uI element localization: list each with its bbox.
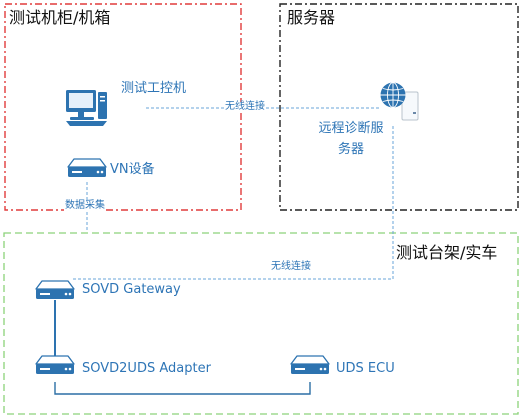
network-device-icon	[35, 355, 75, 375]
edge-remote-gateway	[72, 126, 394, 280]
pc-label: 测试工控机	[121, 81, 187, 96]
bench-group-box	[3, 232, 519, 415]
rack-group-title: 测试机柜/机箱	[9, 8, 111, 27]
network-device-icon	[290, 355, 330, 375]
network-device-icon	[35, 280, 75, 300]
ecu-label: UDS ECU	[336, 361, 395, 376]
globe-server-icon	[380, 82, 419, 121]
network-device-icon	[67, 158, 107, 178]
gateway-label: SOVD Gateway	[82, 282, 181, 297]
vn-label: VN设备	[110, 162, 155, 177]
server-group-box	[279, 3, 519, 211]
bench-group-title: 测试台架/实车	[396, 243, 498, 262]
wire-adapter-ecu	[54, 382, 311, 395]
computer-icon	[66, 90, 107, 126]
rack-group-box	[4, 3, 242, 211]
remote-label-line1: 远程诊断服	[318, 121, 384, 136]
edge-pc-remote-label: 无线连接	[224, 101, 266, 112]
adapter-label: SOVD2UDS Adapter	[82, 361, 211, 376]
server-group-title: 服务器	[287, 8, 336, 27]
edge-vn-bench-label: 数据采集	[64, 200, 106, 211]
remote-label-line2: 务器	[337, 142, 364, 157]
edge-remote-gateway-label: 无线连接	[271, 261, 311, 272]
